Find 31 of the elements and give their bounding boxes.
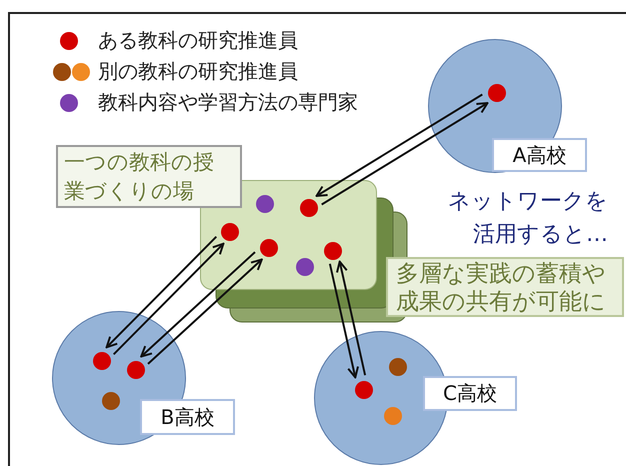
arrow [316,94,483,197]
dot [102,392,120,410]
legend-text: 別の教科の研究推進員 [98,58,298,84]
dot [300,199,318,217]
dot [260,239,278,257]
note-text: ネットワークを活用すると… [447,188,608,249]
dot [296,258,314,276]
title-box: 一つの教科の授業づくりの場 [56,145,242,208]
dot [384,407,402,425]
dot [488,84,506,102]
dot [256,195,274,213]
result-box: 多層な実践の蓄積や成果の共有が可能に [386,257,624,317]
arrow [147,258,263,365]
dot [324,242,342,260]
arrow [328,264,359,378]
dot [355,381,373,399]
arrow [140,251,256,358]
arrow [112,242,224,355]
arrow [321,102,488,206]
dot [127,361,145,379]
dot [221,223,239,241]
legend-text: 教科内容や学習方法の専門家 [98,89,358,115]
school-label: A高校 [492,138,587,172]
dot [389,358,407,376]
dot [93,352,111,370]
arrow [106,236,218,348]
meeting-card [200,180,377,290]
legend-text: ある教科の研究推進員 [98,27,298,53]
school-label: B高校 [140,399,235,435]
arrow [336,260,366,376]
school-label: C高校 [423,376,517,411]
